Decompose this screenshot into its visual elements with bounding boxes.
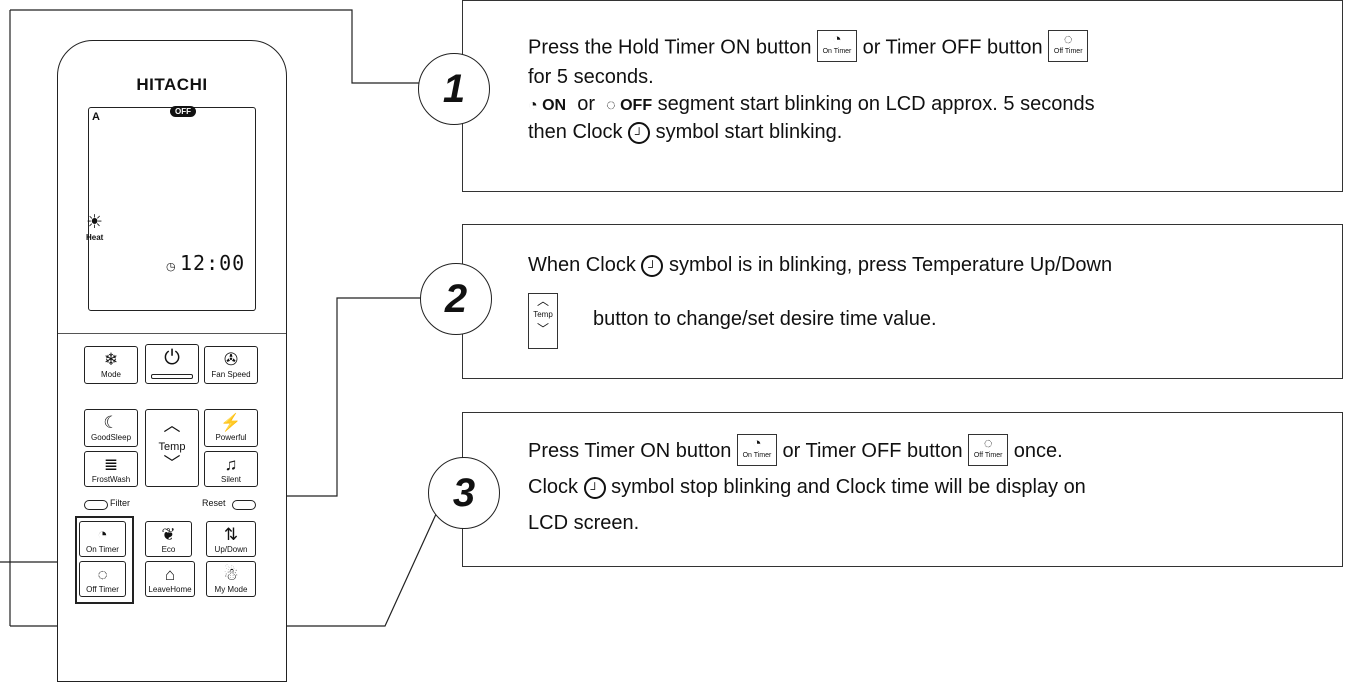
lcd-clock-icon: ◷	[166, 261, 176, 273]
fan-icon: ✇	[223, 350, 239, 369]
temp-updown-icon: ︿ Temp ﹀	[528, 293, 558, 349]
off-timer-icon: ◌	[97, 565, 108, 584]
mymode-icon: ☃	[223, 565, 239, 584]
clock-icon: ┘	[641, 254, 664, 277]
updown-button[interactable]: ⇅ Up/Down	[206, 521, 256, 557]
swing-icon: ⇅	[223, 525, 239, 544]
fan-speed-button[interactable]: ✇ Fan Speed	[204, 346, 258, 384]
timer-group-highlight	[75, 516, 134, 604]
step-2-number: 2	[420, 263, 492, 335]
mode-button[interactable]: ❄ Mode	[84, 346, 138, 384]
reset-button[interactable]	[232, 500, 256, 510]
goodsleep-button[interactable]: ☾ GoodSleep	[84, 409, 138, 447]
powerful-button[interactable]: ⚡ Powerful	[204, 409, 258, 447]
filter-button[interactable]	[84, 500, 108, 510]
temp-button[interactable]: ︿ Temp ﹀	[145, 409, 199, 487]
step-1-box	[462, 0, 1343, 192]
divider	[58, 333, 286, 334]
mymode-button[interactable]: ☃ My Mode	[206, 561, 256, 597]
off-timer-icon: ◌Off Timer	[1048, 30, 1089, 62]
eco-button[interactable]: ❦ Eco	[145, 521, 192, 557]
filter-label: Filter	[110, 498, 130, 508]
frostwash-button[interactable]: ≣ FrostWash	[84, 451, 138, 487]
power-icon: ⏻	[164, 347, 180, 369]
chevron-down-icon: ﹀	[163, 454, 181, 473]
remote-control: HITACHI A OFF ☀ Heat ◷ 12:00 ❄ Mode ⏻ ✇ …	[57, 40, 287, 682]
step-3-text: Press Timer ON button ◔On Timer or Timer…	[528, 433, 1086, 534]
step-3-number: 3	[428, 457, 500, 529]
reset-label: Reset	[202, 498, 226, 508]
on-timer-icon: ◔	[97, 525, 108, 544]
powerful-icon: ⚡	[220, 413, 242, 432]
clock-icon: ┘	[583, 476, 606, 499]
silent-icon: ♫	[224, 455, 238, 474]
leaf-icon: ❦	[161, 525, 176, 544]
step-2-line-2: button to change/set desire time value.	[593, 308, 937, 330]
silent-button[interactable]: ♫ Silent	[204, 451, 258, 487]
lcd-heat-label: Heat	[86, 233, 104, 242]
moon-icon: ☾	[103, 413, 119, 432]
on-segment-icon: ◔ ON	[528, 97, 567, 114]
step-3-box	[462, 412, 1343, 567]
callout-line-1	[10, 9, 432, 84]
frostwash-icon: ≣	[103, 455, 119, 474]
leavehome-icon: ⌂	[164, 565, 176, 584]
off-timer-icon: ◌Off Timer	[968, 433, 1009, 466]
lcd-screen	[88, 107, 256, 311]
step-2-line-1: When Clock ┘ symbol is in blinking, pres…	[528, 254, 1113, 277]
lcd-off-badge: OFF	[170, 106, 196, 117]
leavehome-button[interactable]: ⌂ LeaveHome	[145, 561, 195, 597]
lcd-time: 12:00	[180, 251, 246, 275]
step-1-text: Press the Hold Timer ON button ◔On Timer…	[528, 30, 1095, 144]
sun-icon: ☀	[86, 212, 104, 233]
on-timer-button[interactable]: ◔ On Timer	[79, 521, 126, 557]
on-timer-icon: ◔On Timer	[736, 433, 777, 466]
snowflake-icon: ❄	[103, 350, 119, 369]
off-timer-button[interactable]: ◌ Off Timer	[79, 561, 126, 597]
brand-logo: HITACHI	[136, 75, 208, 94]
on-timer-icon: ◔On Timer	[817, 30, 858, 62]
step-1-number: 1	[418, 53, 490, 125]
off-segment-icon: ◌ OFF	[606, 97, 653, 114]
lcd-mode-indicator: A	[92, 111, 100, 123]
step-2-box	[462, 224, 1343, 379]
clock-icon: ┘	[628, 121, 651, 144]
chevron-up-icon: ︿	[163, 416, 181, 435]
power-button[interactable]: ⏻	[145, 344, 199, 384]
power-indicator	[151, 374, 193, 379]
